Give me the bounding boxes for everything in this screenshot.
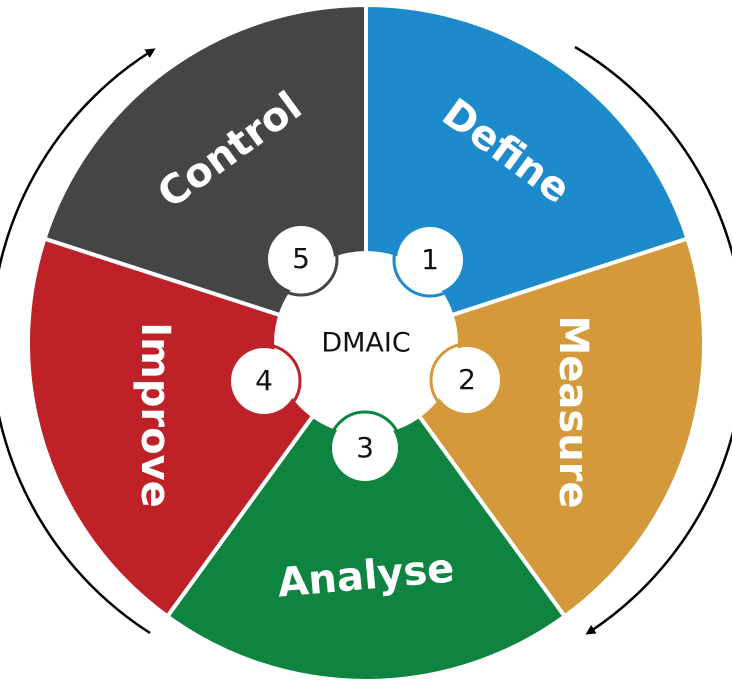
step-number-4: 4 — [255, 364, 273, 397]
step-number-5: 5 — [292, 242, 310, 275]
cycle-arrow-right — [574, 45, 732, 635]
step-badge-4: 4 — [226, 343, 302, 419]
step-badge-2: 2 — [429, 342, 505, 418]
segment-label-measure: Measure — [550, 315, 596, 508]
center-hub: DMAIC — [274, 251, 458, 435]
step-number-2: 2 — [458, 363, 476, 396]
step-badge-3: 3 — [327, 410, 403, 486]
step-number-3: 3 — [356, 431, 374, 464]
step-badges: 1 2 3 4 5 — [226, 221, 505, 486]
segment-analyse — [164, 339, 568, 683]
step-badge-1: 1 — [392, 222, 468, 298]
step-number-1: 1 — [421, 243, 439, 276]
segment-label-improve: Improve — [132, 322, 178, 508]
step-badge-5: 5 — [263, 221, 339, 297]
center-label: DMAIC — [321, 328, 410, 359]
cycle-arrow-left — [0, 48, 156, 635]
